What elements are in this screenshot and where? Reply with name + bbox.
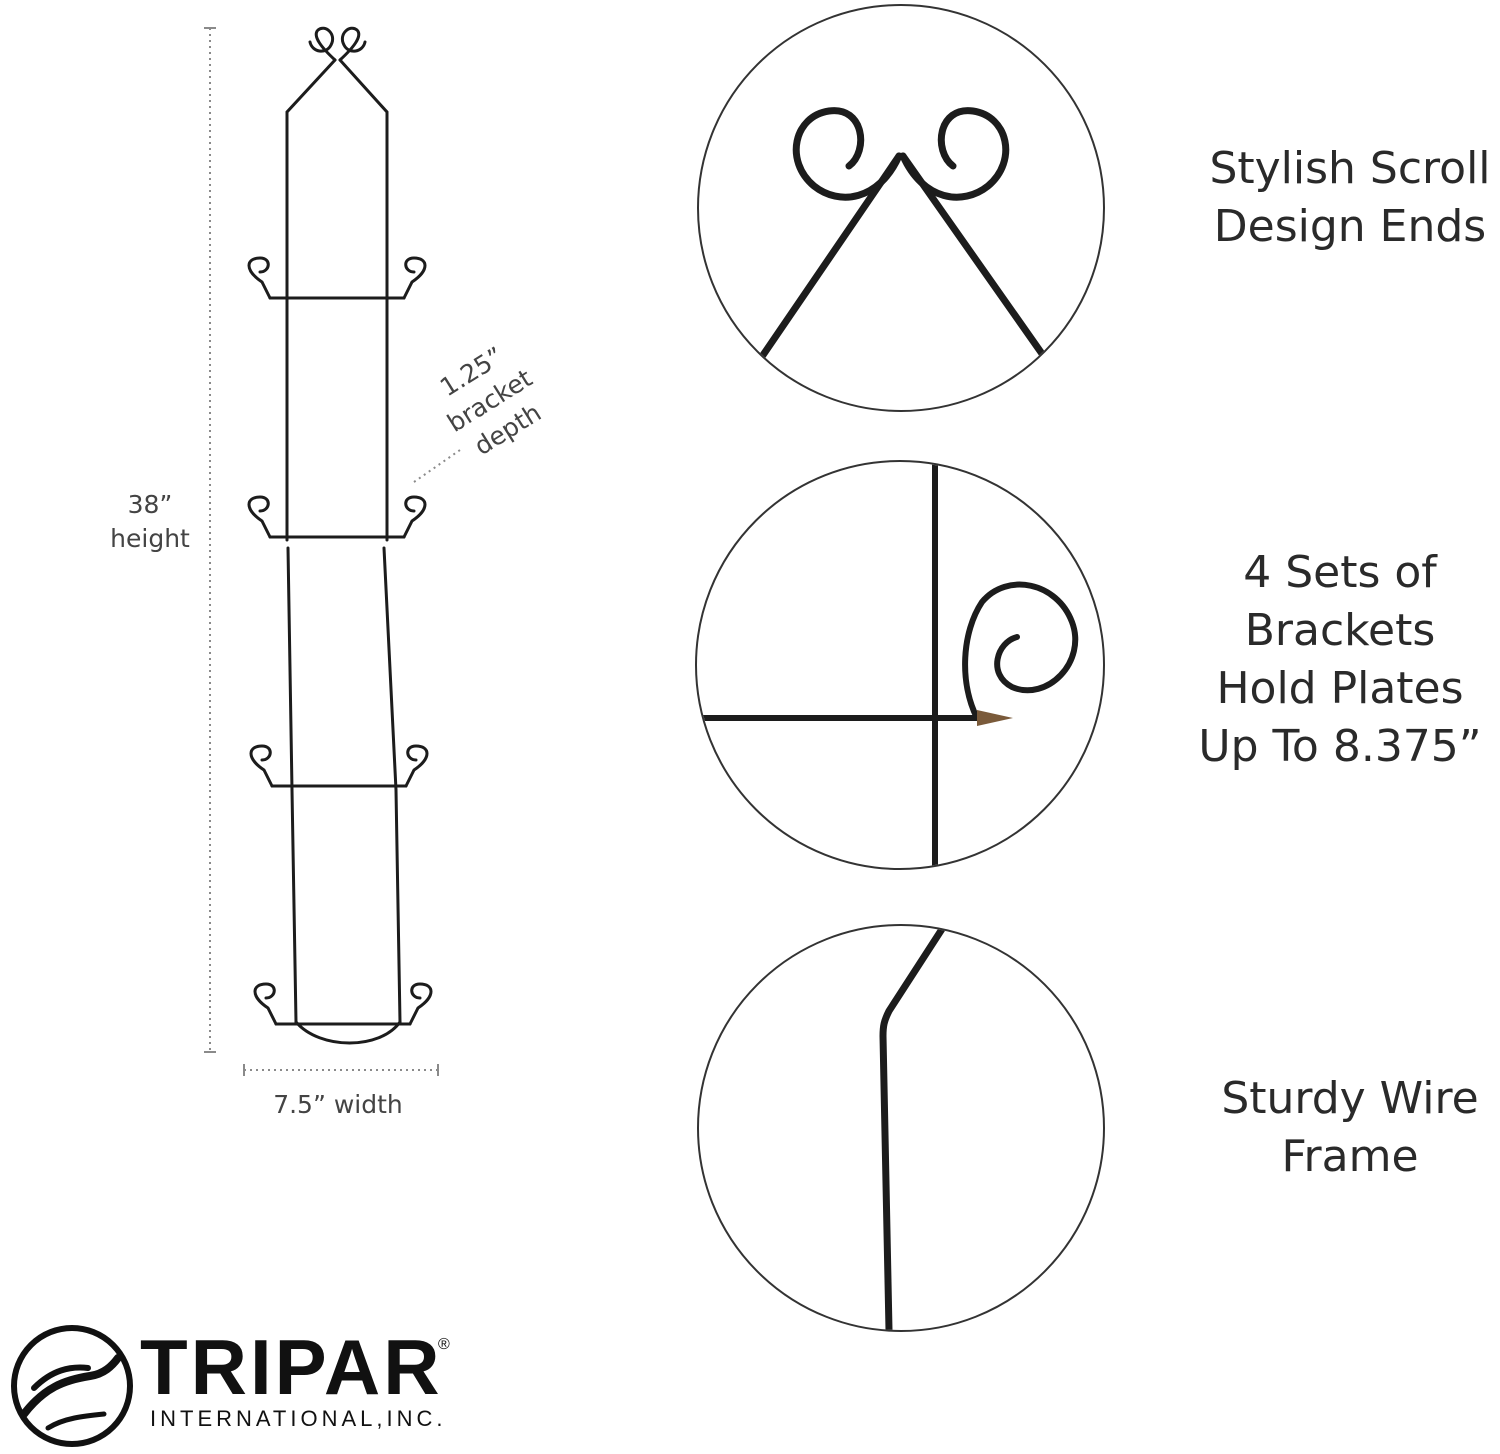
registered-mark: ®	[438, 1336, 450, 1353]
brand-subtitle: INTERNATIONAL,INC.	[150, 1406, 447, 1431]
feature-1-line-1: Stylish Scroll	[1209, 143, 1491, 194]
feature-3-line-1: Sturdy Wire	[1221, 1073, 1479, 1124]
height-word: height	[110, 524, 190, 553]
feature-2-line-2: Brackets	[1244, 605, 1436, 656]
height-label: 38” height	[100, 488, 200, 556]
brand-name: TRIPAR	[140, 1323, 443, 1411]
feature-2-line-3: Hold Plates	[1216, 663, 1464, 714]
width-label: 7.5” width	[273, 1090, 403, 1119]
detail-circle-wire	[697, 924, 1105, 1332]
feature-3-line-2: Frame	[1281, 1131, 1419, 1182]
feature-1-line-2: Design Ends	[1213, 201, 1487, 252]
detail-circle-scroll	[697, 4, 1105, 412]
feature-label-brackets: 4 Sets of Brackets Hold Plates Up To 8.3…	[1180, 544, 1500, 776]
tripar-logo-emblem	[11, 1325, 133, 1447]
feature-2-line-4: Up To 8.375”	[1198, 721, 1482, 772]
feature-label-scroll: Stylish Scroll Design Ends	[1190, 140, 1500, 256]
plate-rack-illustration	[204, 26, 461, 1076]
detail-circle-bracket	[695, 460, 1105, 870]
scroll-detail-image	[757, 107, 1049, 362]
wire-detail-image	[879, 926, 948, 1330]
height-value: 38”	[127, 490, 173, 519]
bracket-detail-image	[700, 462, 1079, 868]
feature-label-wire: Sturdy Wire Frame	[1190, 1070, 1500, 1186]
feature-2-line-1: 4 Sets of	[1243, 547, 1437, 598]
